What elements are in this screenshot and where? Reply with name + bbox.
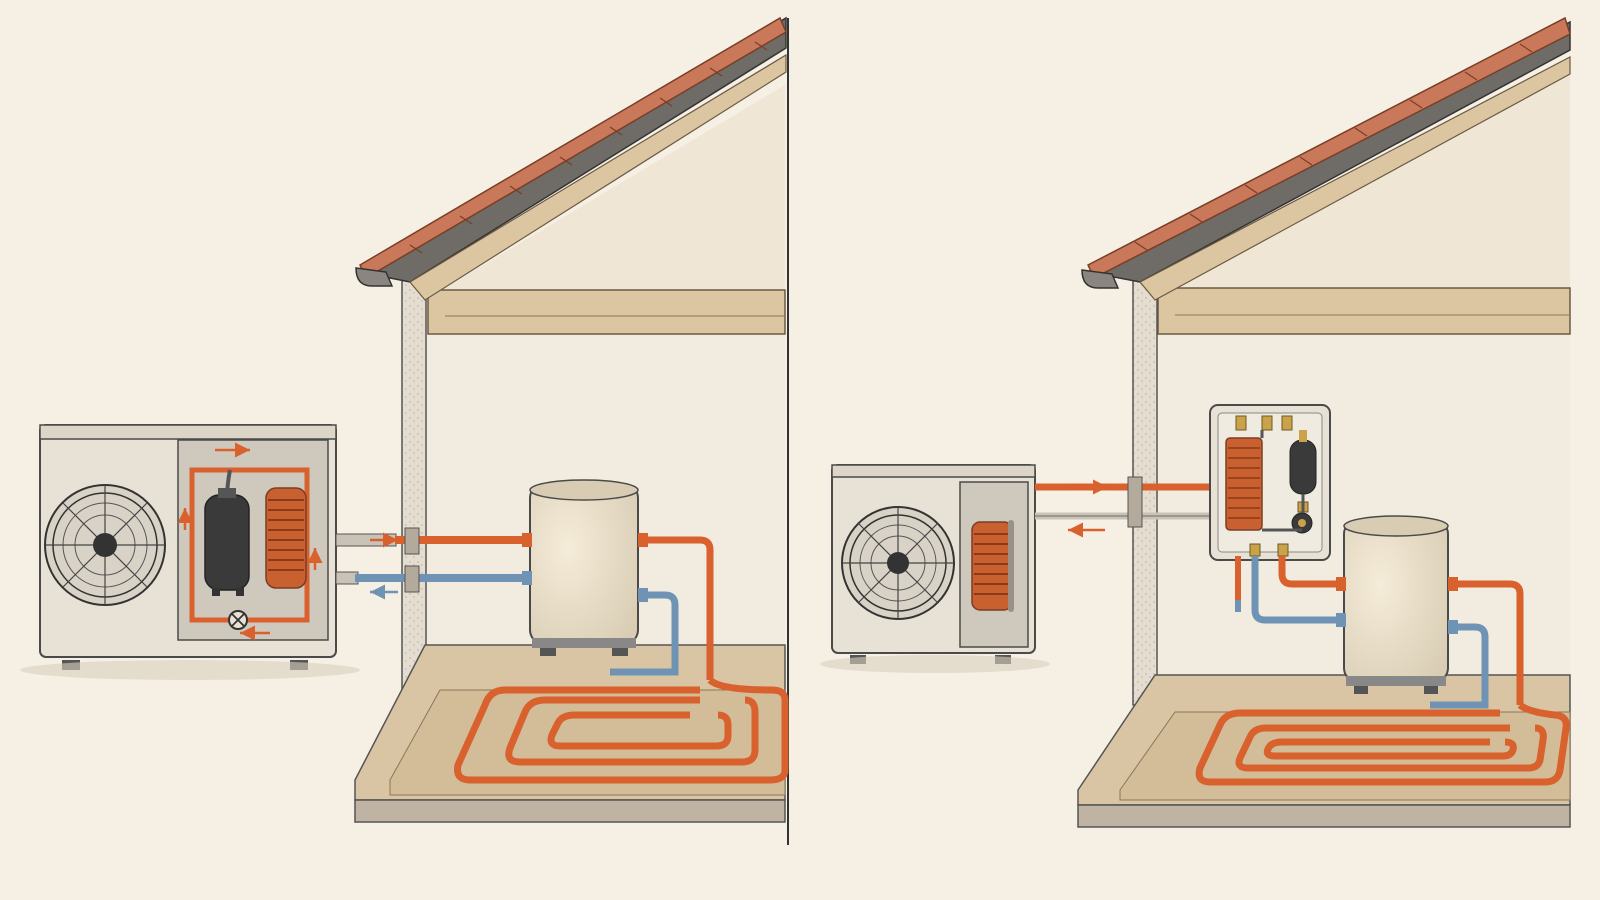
underfloor-heating-loop-right (1195, 702, 1570, 786)
supply-pipe-right (1455, 580, 1524, 705)
fan-icon (44, 484, 166, 606)
left-panel-monobloc (20, 16, 789, 823)
module-cold-pipe (1251, 556, 1340, 624)
floor-beam (427, 289, 786, 335)
supply-pipe-left (645, 536, 714, 680)
hydro-module (1209, 404, 1331, 561)
module-hot-pipe (1278, 556, 1340, 588)
slab-base (354, 799, 786, 823)
compressor-icon (204, 488, 250, 596)
coil-icon (971, 520, 1014, 612)
gutter (355, 267, 394, 287)
outdoor-unit-right (820, 464, 1050, 673)
refrigerant-loop (189, 467, 310, 623)
expansion-vessel-icon (1289, 430, 1317, 495)
floor-beam (1157, 287, 1571, 335)
outdoor-unit-left (20, 424, 360, 680)
roof-rafter (409, 53, 787, 301)
hot-water-tank-left (522, 479, 648, 656)
water-pipes-left (335, 527, 535, 600)
underfloor-heating-loop-left (454, 677, 789, 784)
heat-exchanger-icon (265, 487, 307, 589)
return-pipe-left (610, 591, 679, 676)
house-section-right (1077, 16, 1571, 828)
refrigerant-lines-right (1035, 476, 1212, 538)
fan-icon (841, 506, 955, 620)
plate-heat-exchanger-icon (1225, 437, 1263, 531)
gutter (1081, 269, 1120, 289)
attic-space (425, 85, 785, 300)
exterior-wall (401, 274, 427, 696)
return-pipe-right (1430, 623, 1489, 709)
hot-water-tank-right (1336, 515, 1458, 694)
expansion-valve-icon (228, 610, 248, 630)
slab-base (1077, 804, 1571, 828)
right-panel-split (820, 16, 1571, 828)
roof-rafter (1139, 56, 1571, 301)
